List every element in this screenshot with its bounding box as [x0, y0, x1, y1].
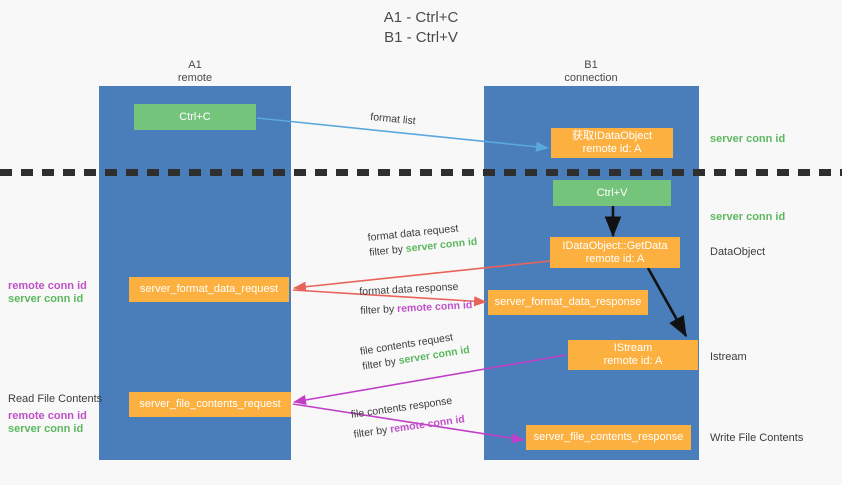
node-server-file-contents-response[interactable]: server_file_contents_response: [526, 425, 691, 450]
node-server-format-data-request[interactable]: server_format_data_request: [129, 277, 289, 302]
right-annotation-dataobject: DataObject: [710, 246, 766, 258]
edge-label-file-contents-response: file contents response filter by remote …: [350, 392, 466, 442]
page-title: A1 - Ctrl+C B1 - Ctrl+V: [0, 8, 842, 48]
node-istream[interactable]: IStream remote id: A: [568, 340, 698, 370]
node-server-format-data-response[interactable]: server_format_data_response: [488, 290, 648, 315]
edge-label-format-list: format list: [370, 110, 417, 129]
filter-prefix: filter by: [360, 303, 398, 317]
phase-divider: [0, 169, 842, 176]
node-ctrl-v-label: Ctrl+V: [596, 186, 628, 199]
node-ctrl-c-label: Ctrl+C: [179, 110, 211, 123]
node-ctrl-c[interactable]: Ctrl+C: [134, 104, 256, 130]
right-annotation-write-file-contents: Write File Contents: [710, 432, 804, 444]
filter-prefix: filter by: [352, 423, 392, 441]
left-annotation-read-file-contents: Read File Contents: [8, 393, 103, 405]
edge-label-format-data-request: format data request filter by server con…: [367, 220, 478, 261]
node-format-data-response-label: server_format_data_response: [494, 296, 642, 308]
node-file-contents-request-label: server_file_contents_request: [139, 398, 281, 410]
edge-label-format-data-response: format data response filter by remote co…: [359, 279, 473, 319]
node-getdata-id: remote id: A: [585, 252, 645, 265]
node-server-file-contents-request[interactable]: server_file_contents_request: [129, 392, 291, 417]
title-line-2: B1 - Ctrl+V: [384, 29, 458, 46]
edge-label-file-contents-request: file contents request filter by server c…: [359, 328, 471, 375]
node-ctrl-v[interactable]: Ctrl+V: [553, 180, 671, 206]
edge-format-list-text: format list: [369, 110, 417, 128]
left-annotation-remote-conn-id-format: remote conn id: [8, 280, 87, 292]
filter-key-remote-conn-id: remote conn id: [396, 299, 473, 316]
lane-b1-name: B1: [584, 59, 598, 71]
edge-format-data-response-text: format data response: [359, 280, 459, 298]
left-annotation-server-conn-id-file: server conn id: [8, 423, 84, 435]
right-annotation-server-conn-id-top: server conn id: [710, 133, 786, 145]
node-format-data-request-label: server_format_data_request: [139, 283, 279, 295]
lane-b1-role: connection: [564, 72, 618, 84]
right-annotation-server-conn-id-mid: server conn id: [710, 211, 786, 223]
node-getdata-title: IDataObject::GetData: [562, 239, 668, 252]
right-annotation-istream: Istream: [710, 351, 747, 363]
lane-header-b1: B1 connection: [530, 59, 652, 85]
node-get-idataobject-title: 获取IDataObject: [571, 130, 653, 142]
edge-format-data-response-filter: filter by remote conn id: [360, 298, 473, 319]
left-annotation-server-conn-id-format: server conn id: [8, 293, 84, 305]
node-idataobject-getdata[interactable]: IDataObject::GetData remote id: A: [550, 237, 680, 268]
filter-key-remote-conn-id: remote conn id: [389, 413, 466, 436]
lane-header-a1: A1 remote: [134, 59, 256, 85]
node-istream-id: remote id: A: [603, 355, 663, 367]
node-istream-title: IStream: [613, 342, 653, 354]
left-annotation-remote-conn-id-file: remote conn id: [8, 410, 87, 422]
lane-a1-role: remote: [177, 72, 213, 84]
lane-a1-name: A1: [188, 59, 202, 71]
node-get-idataobject-id: remote id: A: [582, 143, 642, 155]
node-file-contents-response-label: server_file_contents_response: [533, 431, 684, 443]
node-get-idataobject[interactable]: 获取IDataObject remote id: A: [551, 128, 673, 158]
filter-prefix: filter by: [368, 243, 407, 259]
title-line-1: A1 - Ctrl+C: [383, 9, 459, 26]
